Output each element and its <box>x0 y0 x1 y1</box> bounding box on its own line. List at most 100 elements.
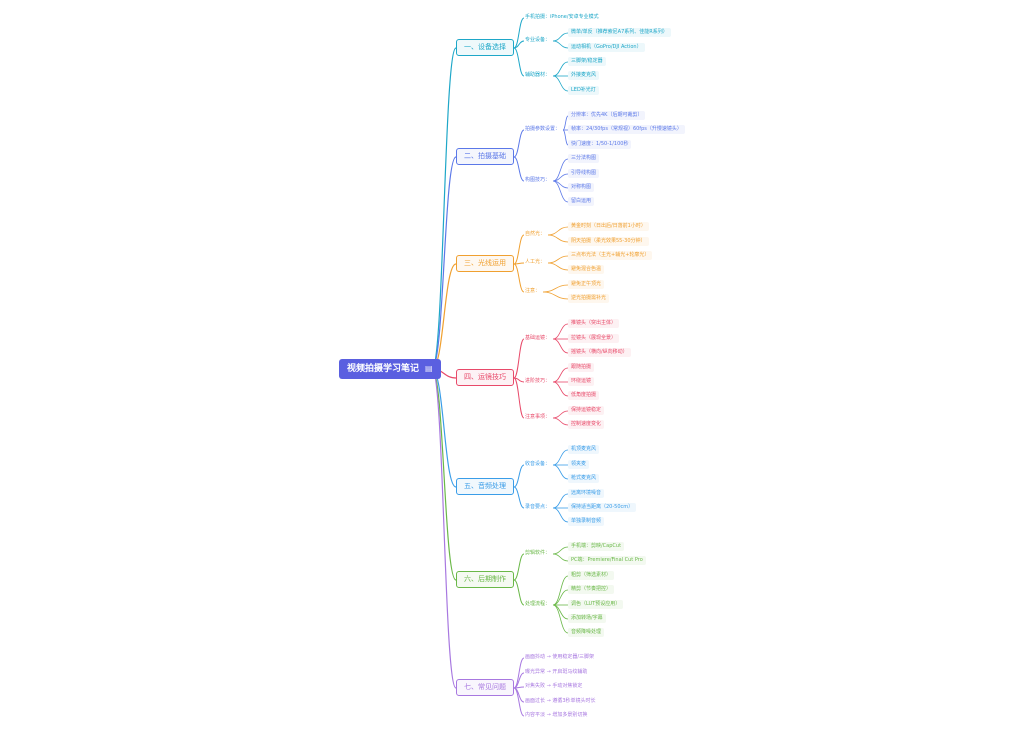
leaf-node[interactable]: 控制速度变化 <box>568 420 605 429</box>
leaf-node[interactable]: 粗剪（筛选素材） <box>568 571 615 580</box>
connector-root-section-1 <box>431 47 457 370</box>
connector-section-subtopic <box>513 687 525 717</box>
connector-subtopic-leaf <box>552 507 569 523</box>
subtopic-node[interactable]: 手机拍摄：iPhone/安卓专业模式 <box>525 14 599 20</box>
leaf-node[interactable]: 对称构图 <box>568 183 595 192</box>
connector-subtopic-leaf <box>552 449 569 466</box>
subtopic-node[interactable]: 对焦失败 → 手动对焦锁定 <box>525 683 583 689</box>
leaf-node[interactable]: 枪式麦克风 <box>568 474 600 483</box>
section-node-3[interactable]: 三、光线运用 <box>456 255 514 272</box>
subtopic-node[interactable]: 画面抖动 → 使用稳定器/三脚架 <box>525 654 595 660</box>
leaf-node[interactable]: PC端：Premiere/Final Cut Pro <box>568 556 646 565</box>
leaf-node[interactable]: 避免混合色温 <box>568 265 605 274</box>
subtopic-node[interactable]: 内容平淡 → 增加多景别切换 <box>525 712 588 718</box>
connector-subtopic-leaf <box>552 410 569 419</box>
leaf-node[interactable]: 外接麦克风 <box>568 71 600 80</box>
section-node-4[interactable]: 四、运镜技巧 <box>456 369 514 386</box>
connector-section-subtopic <box>513 553 525 581</box>
connector-subtopic-leaf <box>552 61 569 77</box>
leaf-node[interactable]: 精剪（节奏把控） <box>568 585 615 594</box>
subtopic-node[interactable]: 人工光： <box>525 259 546 265</box>
leaf-node[interactable]: 微单/单反（推荐索尼A7系列、佳能R系列） <box>568 28 671 37</box>
leaf-node[interactable]: 保持运镜稳定 <box>568 406 605 415</box>
subtopic-node[interactable]: 自然光： <box>525 231 546 237</box>
leaf-node[interactable]: 领夹麦 <box>568 460 590 469</box>
leaf-node[interactable]: 低角度拍摄 <box>568 391 600 400</box>
connector-subtopic-leaf <box>552 553 569 562</box>
connector-subtopic-leaf <box>552 180 569 203</box>
leaf-node[interactable]: 拉镜头（展现全景） <box>568 334 620 343</box>
leaf-node[interactable]: 环绕运镜 <box>568 377 595 386</box>
subtopic-node[interactable]: 辅助器材： <box>525 72 551 78</box>
connector-subtopic-leaf <box>552 604 569 620</box>
connector-subtopic-leaf <box>547 255 569 264</box>
leaf-node[interactable]: 快门速度：1/50-1/100秒 <box>568 140 632 149</box>
connector-subtopic-leaf <box>552 158 569 182</box>
section-node-1[interactable]: 一、设备选择 <box>456 39 514 56</box>
leaf-node[interactable]: 远离环境噪音 <box>568 489 605 498</box>
leaf-node[interactable]: 黄金时刻（日出后/日落前1小时） <box>568 222 649 231</box>
leaf-node[interactable]: 添加转场/字幕 <box>568 614 606 623</box>
leaf-node[interactable]: 三脚架/稳定器 <box>568 57 606 66</box>
subtopic-node[interactable]: 处理流程： <box>525 601 551 607</box>
connector-section-subtopic <box>513 579 525 606</box>
leaf-node[interactable]: 调色（LUT预设应用） <box>568 600 624 609</box>
leaf-node[interactable]: 摇镜头（横向/纵向移动） <box>568 348 631 357</box>
connector-subtopic-leaf <box>552 40 569 49</box>
leaf-node[interactable]: 机顶麦克风 <box>568 445 600 454</box>
leaf-node[interactable]: 运动相机（GoPro/DJI Action） <box>568 43 645 52</box>
connector-section-subtopic <box>513 377 525 419</box>
subtopic-node[interactable]: 注意事项： <box>525 414 551 420</box>
connector-root-section-7 <box>431 368 457 689</box>
leaf-node[interactable]: 避免正午顶光 <box>568 280 605 289</box>
connector-subtopic-leaf <box>562 115 569 131</box>
leaf-node[interactable]: 帧率：24/30fps（常规视）60fps（升慢速镜头） <box>568 125 685 134</box>
leaf-node[interactable]: 推镜头（突出主体） <box>568 319 620 328</box>
subtopic-node[interactable]: 剪辑软件： <box>525 550 551 556</box>
subtopic-node[interactable]: 进阶技巧： <box>525 378 551 384</box>
connector-subtopic-leaf <box>542 284 569 293</box>
connector-subtopic-leaf <box>552 323 569 340</box>
leaf-node[interactable]: 音频降噪处理 <box>568 628 605 637</box>
connector-root-section-6 <box>431 368 457 581</box>
leaf-node[interactable]: 引导线构图 <box>568 169 600 178</box>
leaf-node[interactable]: 留白运用 <box>568 197 595 206</box>
connector-subtopic-leaf <box>552 604 569 634</box>
leaf-node[interactable]: 单独录制音频 <box>568 517 605 526</box>
subtopic-node[interactable]: 曝光异常 → 开启斑马纹辅助 <box>525 669 588 675</box>
leaf-node[interactable]: 三分法构图 <box>568 154 600 163</box>
document-icon[interactable]: ▤ <box>425 364 433 373</box>
connector-section-subtopic <box>513 657 525 689</box>
root-node[interactable]: 视频拍摄学习笔记 ▤ <box>339 359 441 379</box>
connector-section-subtopic <box>513 129 525 158</box>
connector-subtopic-leaf <box>552 589 569 606</box>
subtopic-node[interactable]: 收音设备： <box>525 461 551 467</box>
leaf-node[interactable]: LED补光灯 <box>568 86 599 95</box>
section-node-5[interactable]: 五、音频处理 <box>456 478 514 495</box>
section-node-2[interactable]: 二、拍摄基础 <box>456 148 514 165</box>
subtopic-node[interactable]: 录音要点： <box>525 504 551 510</box>
connector-section-subtopic <box>513 338 525 379</box>
connector-section-subtopic <box>513 47 525 77</box>
connector-section-subtopic <box>513 156 525 182</box>
subtopic-node[interactable]: 画面过长 → 遵循3秒单镜头时长 <box>525 698 596 704</box>
leaf-node[interactable]: 三点布光法（主光+辅光+轮廓光） <box>568 251 653 260</box>
subtopic-node[interactable]: 拍摄参数设置： <box>525 126 561 132</box>
leaf-node[interactable]: 跟随拍摄 <box>568 363 595 372</box>
subtopic-node[interactable]: 构图技巧： <box>525 177 551 183</box>
leaf-node[interactable]: 逆光拍摄需补光 <box>568 294 610 303</box>
leaf-node[interactable]: 手机端：剪映/CapCut <box>568 542 625 551</box>
connector-subtopic-leaf <box>547 226 569 236</box>
subtopic-node[interactable]: 专业设备： <box>525 37 551 43</box>
subtopic-node[interactable]: 基础运镜： <box>525 335 551 341</box>
leaf-node[interactable]: 阴天拍摄（柔光效果55-30分钟） <box>568 237 649 246</box>
section-node-6[interactable]: 六、后期制作 <box>456 571 514 588</box>
connector-subtopic-leaf <box>552 493 569 509</box>
leaf-node[interactable]: 分辨率：优先4K（后期可裁剪） <box>568 111 646 120</box>
subtopic-node[interactable]: 注意： <box>525 288 541 294</box>
root-title: 视频拍摄学习笔记 <box>347 364 420 374</box>
section-node-7[interactable]: 七、常见问题 <box>456 679 514 696</box>
connector-subtopic-leaf <box>552 338 569 354</box>
leaf-node[interactable]: 保持适当距离（20-50cm） <box>568 503 637 512</box>
